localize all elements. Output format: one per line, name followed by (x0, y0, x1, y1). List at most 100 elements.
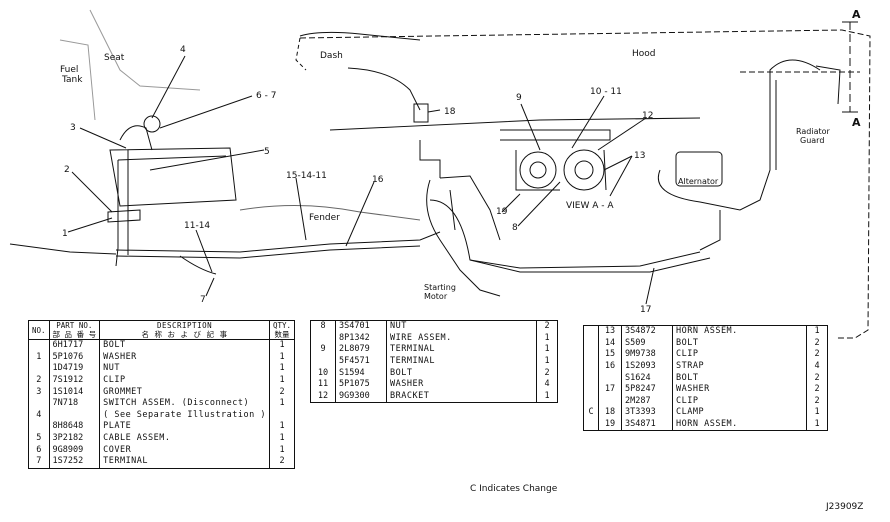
col-no-header: NO. (28, 320, 50, 340)
part-number: 3S4872 (621, 325, 673, 338)
part-number: 5P1076 (48, 351, 100, 364)
change-marker (583, 383, 599, 396)
part-description: BRACKET (386, 390, 537, 403)
part-number: 8H8648 (48, 421, 100, 433)
part-quantity: 2 (806, 372, 828, 384)
item-number: 12 (310, 390, 336, 403)
item-number (598, 395, 622, 408)
part-number: 3T3393 (621, 407, 673, 419)
part-description: WASHER (386, 378, 537, 391)
item-number: 11 (310, 378, 336, 391)
part-description: NUT (386, 320, 537, 333)
change-marker (583, 360, 599, 373)
item-number: 7 (28, 455, 50, 469)
part-number (48, 409, 100, 422)
item-number: 13 (598, 325, 622, 338)
change-marker (583, 349, 599, 361)
part-description: TERMINAL (386, 355, 537, 368)
callout-16: 16 (372, 175, 384, 185)
horn-right (563, 149, 605, 191)
part-description: CABLE ASSEM. (99, 432, 270, 445)
part-quantity: 1 (268, 374, 295, 387)
callout-group: 4 6 - 7 3 5 2 1 11-14 7 15-14-11 16 18 9… (62, 45, 653, 315)
item-number (598, 372, 622, 384)
callout-7: 7 (200, 295, 206, 305)
part-quantity: 2 (806, 337, 828, 350)
part-description: STRAP (672, 360, 807, 373)
horn-bracket (500, 129, 611, 141)
callout-9: 9 (516, 93, 522, 103)
alternator-body (675, 151, 723, 187)
part-quantity: 1 (268, 351, 295, 364)
callout-2: 2 (64, 165, 70, 175)
callout-4: 4 (180, 45, 186, 55)
part-number: 3S4871 (621, 418, 673, 431)
change-marker (583, 395, 599, 408)
part-quantity: 1 (806, 325, 828, 338)
part-number: 1S7252 (48, 455, 100, 469)
part-description: ( See Separate Illustration ) (99, 409, 270, 422)
callout-5: 5 (264, 147, 270, 157)
part-number: 8P1342 (335, 332, 387, 345)
part-quantity: 1 (268, 363, 295, 375)
part-quantity: 1 (268, 421, 295, 433)
callout-10-11: 10 - 11 (590, 87, 622, 97)
callout-12: 12 (642, 111, 653, 121)
item-number: 10 (310, 367, 336, 379)
part-number: 5P1075 (335, 378, 387, 391)
col-qty-header: QTY.数量 (268, 320, 295, 340)
part-description: WASHER (99, 351, 270, 364)
item-number (28, 397, 50, 410)
fender-outline (239, 204, 421, 221)
item-number: 3 (28, 386, 50, 398)
part-description: TERMINAL (386, 344, 537, 356)
item-number: 16 (598, 360, 622, 373)
dash-label: Dash (320, 51, 343, 61)
part-number: 5F4571 (335, 355, 387, 368)
section-a-bottom: A (852, 116, 861, 129)
item-number: 17 (598, 383, 622, 396)
item-number: 6 (28, 444, 50, 456)
part-number: 9G8909 (48, 444, 100, 456)
change-note: C Indicates Change (470, 484, 558, 494)
callout-6-7: 6 - 7 (256, 91, 276, 101)
part-quantity: 2 (806, 349, 828, 361)
callout-11-14: 11-14 (184, 221, 210, 231)
callout-1: 1 (62, 229, 68, 239)
part-quantity: 1 (268, 444, 295, 456)
col-part-header: PART NO.部 品 番 号 (48, 320, 100, 340)
table-row: 4 ( See Separate Illustration ) (28, 409, 295, 422)
part-number: 9G9300 (335, 390, 387, 403)
part-description: CLIP (99, 374, 270, 387)
part-description: BOLT (672, 372, 807, 384)
callout-18: 18 (444, 107, 456, 117)
part-number: 2L8079 (335, 344, 387, 356)
seat-outline (89, 9, 201, 91)
part-description: CLIP (672, 395, 807, 408)
part-description: CLIP (672, 349, 807, 361)
part-quantity: 1 (536, 344, 558, 356)
item-number: 4 (28, 409, 50, 422)
part-quantity: 2 (268, 386, 295, 398)
part-number: S509 (621, 337, 673, 350)
item-number (28, 339, 50, 352)
part-number: 9M9738 (621, 349, 673, 361)
radiator-harness (658, 59, 821, 211)
